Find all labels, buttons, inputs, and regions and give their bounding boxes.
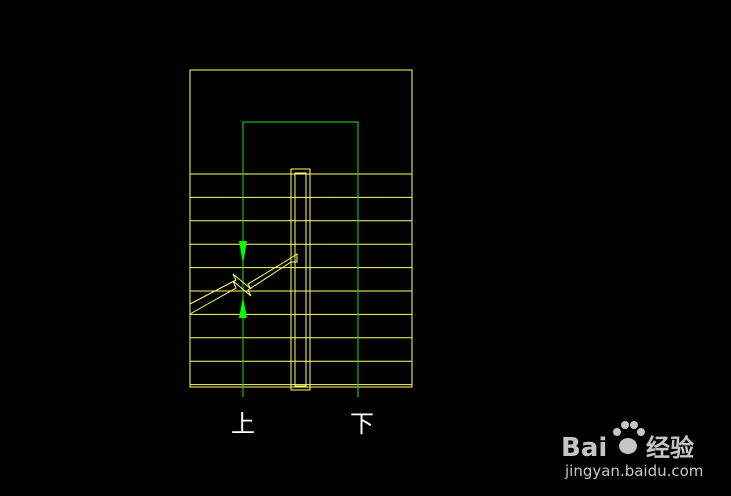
watermark-brand-left: Bai bbox=[561, 433, 607, 463]
watermark-url: jingyan.baidu.com bbox=[564, 462, 703, 480]
paw-icon bbox=[613, 421, 645, 454]
stairwell-outline bbox=[189, 69, 413, 388]
handrail-outer bbox=[290, 168, 311, 391]
break-line bbox=[189, 253, 298, 315]
baidu-jingyan-watermark: Bai 经验 jingyan.baidu.com bbox=[561, 421, 703, 480]
walk-arrow-up bbox=[239, 297, 247, 318]
stair-treads bbox=[190, 173, 412, 386]
walk-line bbox=[242, 121, 359, 397]
watermark-brand-right: 经验 bbox=[646, 434, 694, 462]
label-down: 下 bbox=[350, 410, 374, 438]
label-up: 上 bbox=[231, 410, 255, 438]
walk-arrow-down bbox=[239, 241, 247, 264]
handrail-inner bbox=[294, 172, 307, 387]
